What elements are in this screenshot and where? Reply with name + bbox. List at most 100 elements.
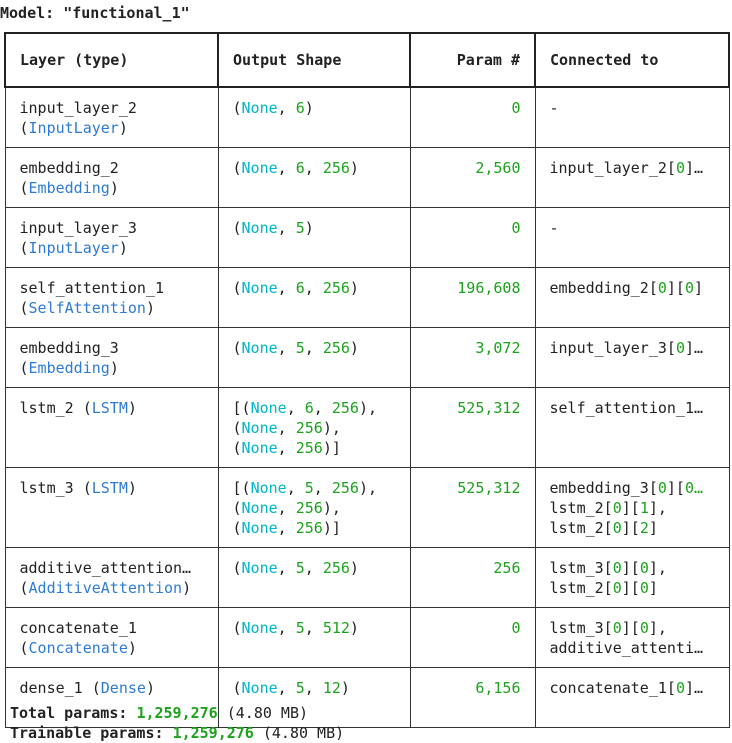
text-segment: ]… (684, 158, 704, 177)
text-segment: lstm_2 ( (19, 398, 92, 417)
text-segment: 5 (295, 558, 305, 577)
text-segment: 256 (322, 558, 350, 577)
table-row: embedding_2(Embedding)(None, 6, 256)2,56… (4, 146, 730, 208)
text-segment: 0 (612, 618, 622, 637)
text-segment: InputLayer (28, 238, 119, 257)
text-segment: InputLayer (28, 119, 119, 137)
text-segment: self_attention_1 (19, 278, 165, 297)
text-segment: ) (109, 178, 119, 197)
text-segment: , (277, 558, 296, 577)
text-segment: 0 (675, 678, 685, 697)
output-shape-line: (None, 6, 256) (233, 278, 396, 298)
output-shape-line: (None, 5) (233, 218, 396, 238)
connected-to-line: lstm_2[0][2] (550, 518, 715, 538)
text-segment: None (241, 678, 278, 697)
output-shape-line: (None, 256), (233, 498, 396, 518)
text-segment: 12 (322, 678, 341, 697)
text-segment: ( (19, 119, 29, 137)
param-count-cell: 0 (409, 206, 536, 268)
layer-name-line: dense_1 (Dense) (20, 678, 204, 698)
text-segment: 0 (612, 578, 622, 597)
text-segment: ] (648, 578, 658, 597)
text-segment: None (250, 478, 287, 497)
text-segment: additive_attention… (19, 558, 192, 577)
text-segment: 6 (295, 278, 305, 297)
text-segment: ) (145, 298, 155, 317)
text-segment: embedding_3 (19, 338, 119, 357)
output-shape-line: (None, 5, 12) (233, 678, 396, 698)
text-segment: additive_attenti… (549, 638, 704, 657)
text-segment: lstm_3[ (549, 618, 613, 637)
text-segment: ) (340, 678, 350, 697)
layer-type-line: (AdditiveAttention) (20, 578, 204, 598)
text-segment: ( (232, 218, 242, 237)
text-segment: self_attention_1… (549, 398, 704, 417)
connected-to-line: - (550, 218, 715, 238)
text-segment: ) (349, 618, 359, 637)
text-segment: 0 (639, 558, 649, 577)
table-row: self_attention_1(SelfAttention) (None, 6,… (4, 266, 730, 328)
text-segment: )] (322, 438, 341, 457)
output-shape-line: (None, 5, 256) (233, 558, 396, 578)
connected-to-cell: - (534, 206, 730, 268)
text-segment: 0 (639, 578, 649, 597)
text-segment: ( (232, 678, 242, 697)
model-title: Model: "functional_1" (0, 4, 190, 22)
text-segment: ( (19, 358, 29, 377)
text-segment: embedding_2 (19, 158, 119, 177)
trainable-params-label: Trainable params: (10, 724, 173, 742)
text-segment: None (241, 99, 278, 117)
output-shape-line: (None, 256), (233, 418, 396, 438)
text-segment: 0 (675, 338, 685, 357)
text-segment: 2 (639, 518, 649, 537)
text-segment: Concatenate (28, 638, 128, 657)
text-segment: ], (648, 498, 667, 517)
trainable-params-size: (4.80 MB) (253, 724, 345, 742)
output-shape-cell: (None, 5) (217, 206, 411, 268)
layer-type-line: (InputLayer) (20, 118, 204, 138)
layer-type-cell: input_layer_2(InputLayer) (4, 86, 219, 148)
text-segment: ) (118, 119, 128, 137)
text-segment: , (313, 478, 332, 497)
text-segment: [( (232, 398, 251, 417)
text-segment: , (277, 278, 296, 297)
model-summary-table: Layer (type) Output Shape Param # Connec… (4, 32, 730, 728)
param-count-value: 525,312 (457, 478, 521, 497)
text-segment: )] (322, 518, 341, 537)
layer-type-cell: concatenate_1(Concatenate) (4, 606, 219, 668)
text-segment: None (241, 158, 278, 177)
layer-type-line: (SelfAttention) (20, 298, 204, 318)
layer-name-line: lstm_2 (LSTM) (20, 398, 204, 418)
text-segment: 0 (657, 278, 667, 297)
text-segment: input_layer_2 (19, 99, 137, 117)
text-segment: , (286, 398, 305, 417)
trainable-params-value: 1,259,276 (172, 724, 254, 742)
text-segment: None (241, 338, 278, 357)
table-row: lstm_3 (LSTM)[(None, 5, 256),(None, 256)… (4, 466, 730, 548)
param-count-value: 0 (511, 618, 521, 637)
layer-type-cell: lstm_2 (LSTM) (4, 386, 219, 468)
output-shape-cell: [(None, 6, 256),(None, 256),(None, 256)] (217, 386, 411, 468)
text-segment: dense_1 ( (19, 678, 101, 697)
output-shape-line: (None, 6) (233, 98, 396, 118)
text-segment: ) (127, 478, 137, 497)
total-params-value: 1,259,276 (136, 704, 218, 722)
text-segment: input_layer_3[ (549, 338, 676, 357)
layer-name-line: self_attention_1 (20, 278, 204, 298)
connected-to-line: lstm_2[0][0] (550, 578, 715, 598)
connected-to-line: concatenate_1[0]… (550, 678, 715, 698)
table-row: concatenate_1(Concatenate)(None, 5, 512)… (4, 606, 730, 668)
layer-type-cell: additive_attention…(AdditiveAttention) (4, 546, 219, 608)
text-segment: ) (127, 638, 137, 657)
text-segment: ( (232, 498, 242, 517)
text-segment: ]… (684, 338, 704, 357)
text-segment: embedding_2[ (549, 278, 658, 297)
connected-to-line: input_layer_3[0]… (550, 338, 715, 358)
text-segment: 256 (331, 398, 359, 417)
connected-to-line: lstm_3[0][0], (550, 618, 715, 638)
layer-name-line: input_layer_3 (20, 218, 204, 238)
text-segment: ][ (666, 478, 685, 497)
text-segment: 0 (612, 558, 622, 577)
text-segment: 256 (295, 498, 323, 517)
text-segment: ), (358, 398, 377, 417)
